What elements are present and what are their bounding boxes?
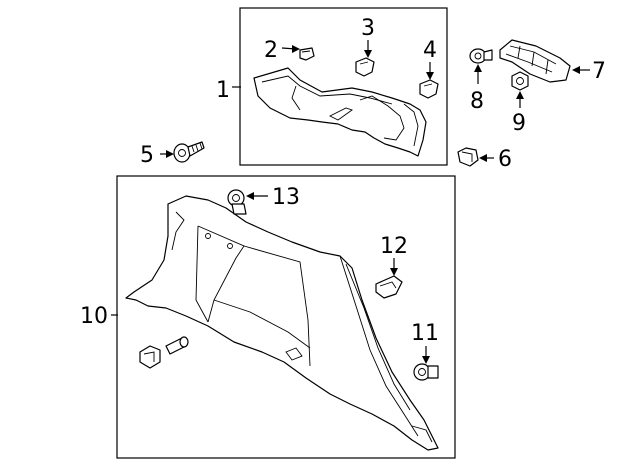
retainer-part-6 — [457, 147, 479, 167]
clip-part-2 — [299, 47, 315, 61]
callout-6: 6 — [498, 147, 512, 172]
callout-10: 10 — [80, 304, 108, 329]
lower-assembly-box — [116, 175, 456, 459]
callout-3: 3 — [361, 16, 375, 41]
arrow-4 — [426, 72, 434, 80]
nut-part-9 — [511, 71, 529, 91]
clip-part-4 — [419, 79, 439, 99]
arrow-5 — [166, 150, 174, 158]
upper-trim-panel — [253, 67, 427, 157]
callout-11: 11 — [411, 321, 439, 346]
callout-7: 7 — [592, 59, 606, 84]
quarter-trim-panel — [125, 195, 439, 451]
clip-part-12 — [375, 275, 403, 299]
callout-9: 9 — [512, 111, 526, 136]
arrow-13 — [246, 192, 254, 200]
arrow-8 — [474, 64, 482, 72]
bracket-part-7 — [499, 39, 571, 83]
callout-12: 12 — [380, 234, 408, 259]
arrow-11 — [422, 356, 430, 364]
arrow-7 — [572, 66, 580, 74]
arrow-3 — [364, 50, 372, 58]
pin-loose-left — [165, 336, 189, 355]
bolt-part-11 — [413, 363, 439, 381]
callout-4: 4 — [423, 38, 437, 63]
bolt-part-5 — [173, 141, 205, 163]
callout-13: 13 — [272, 185, 300, 210]
push-pin-part-8 — [469, 48, 493, 64]
callout-8: 8 — [470, 89, 484, 114]
callout-1: 1 — [216, 78, 230, 103]
arrow-9 — [516, 91, 524, 99]
clip-loose-left — [139, 345, 161, 369]
arrow-6 — [479, 154, 487, 162]
clip-part-3 — [355, 57, 375, 77]
arrow-2 — [292, 45, 300, 53]
arrow-12 — [390, 268, 398, 276]
callout-5: 5 — [140, 143, 154, 168]
callout-2: 2 — [264, 38, 278, 63]
bolt-part-13 — [227, 189, 247, 215]
